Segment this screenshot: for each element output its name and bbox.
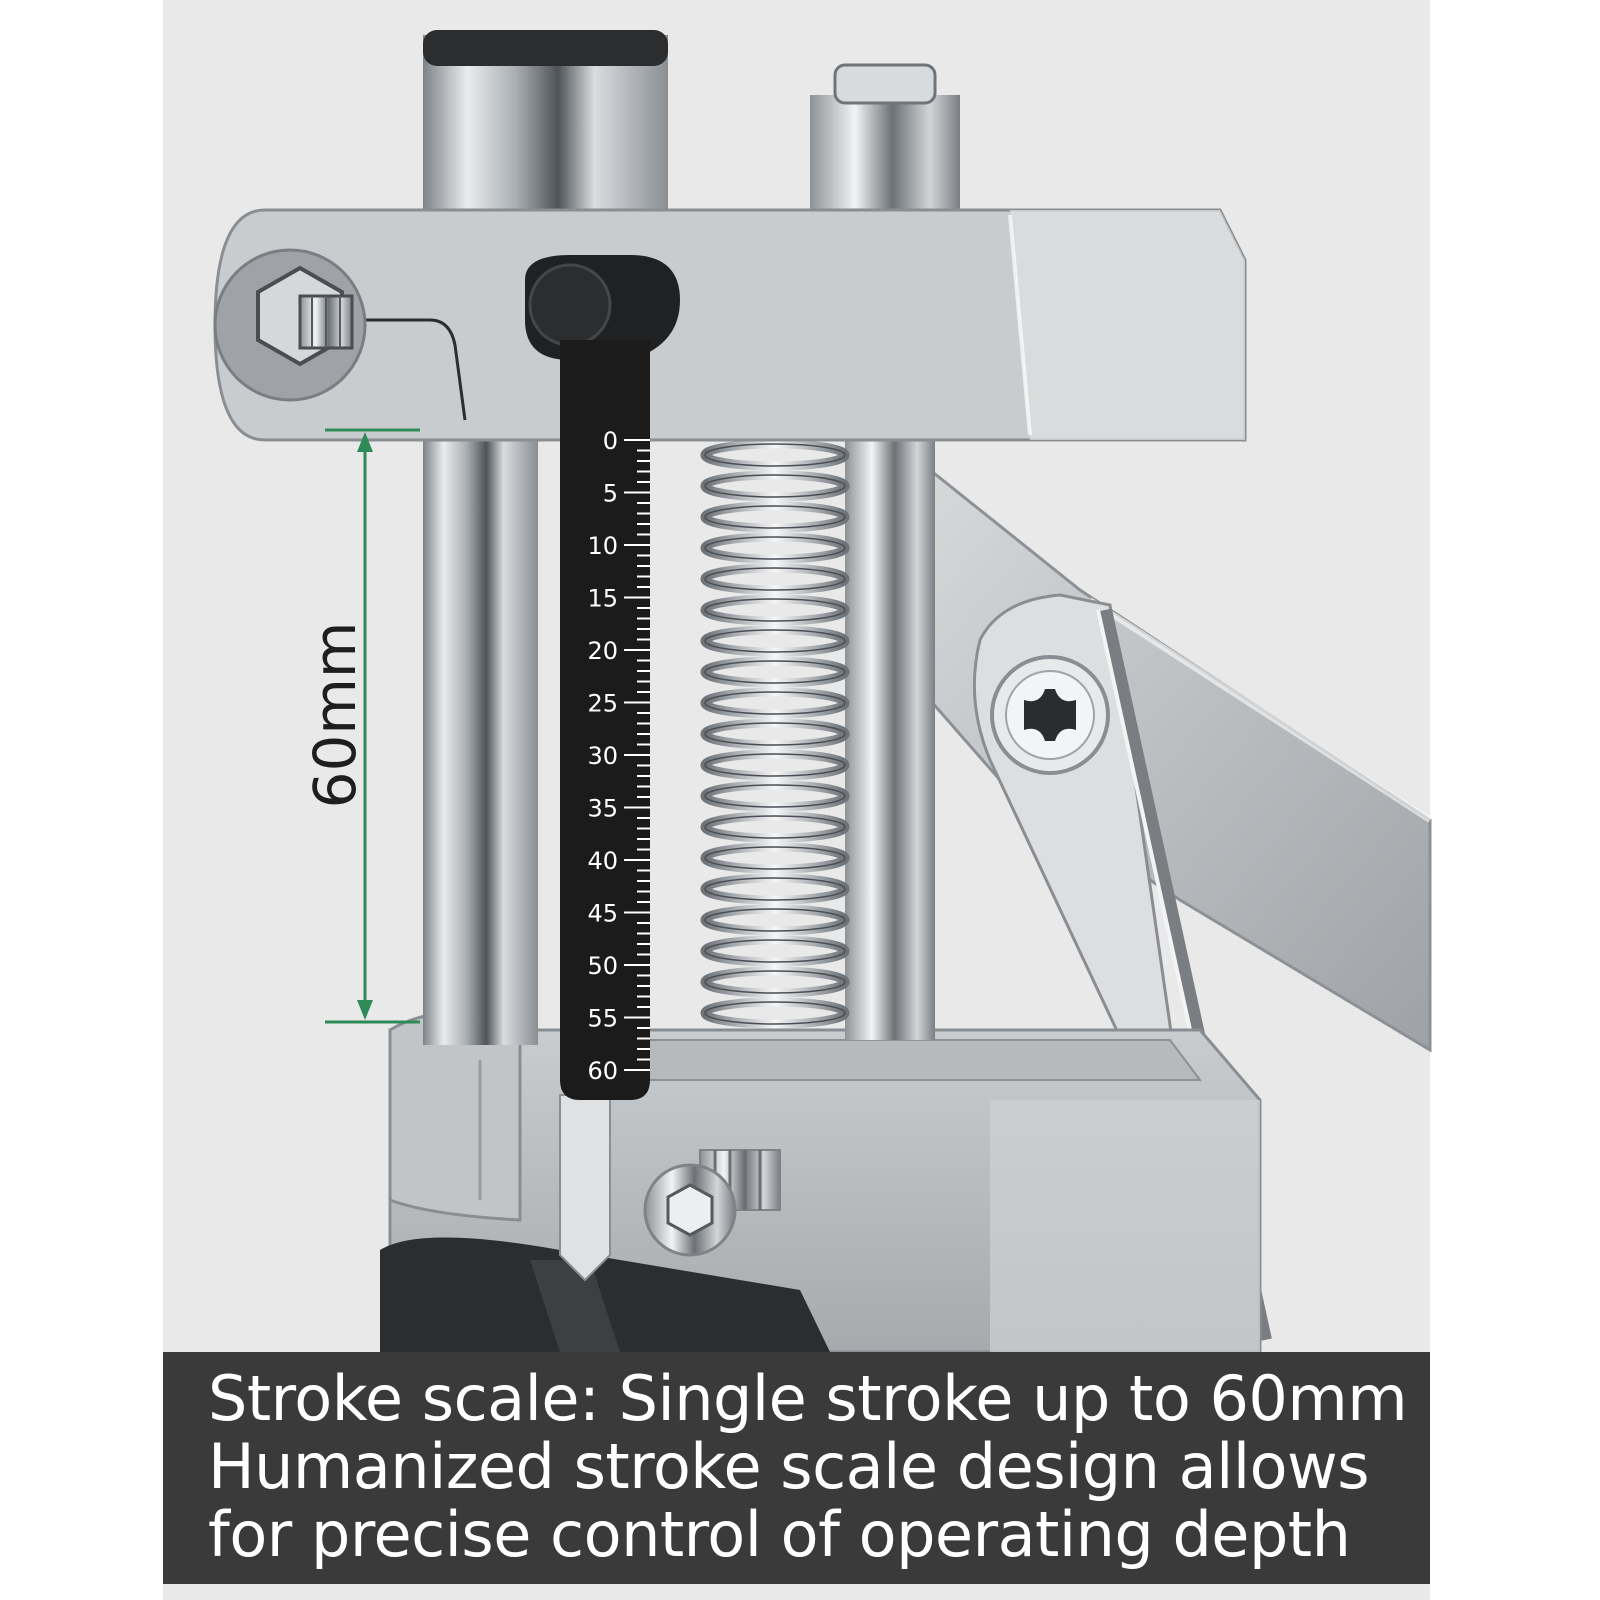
spring-coil-edge: [704, 443, 846, 467]
scale-pointer: [559, 1094, 611, 1282]
spring-coil-edge: [704, 722, 846, 746]
dimension-indicator: 60mm: [301, 428, 420, 1024]
dimension-label: 60mm: [301, 622, 369, 809]
spring-coil-edge: [704, 753, 846, 777]
spring-coil-edge: [704, 474, 846, 498]
compression-spring: [700, 439, 850, 1029]
hex-nut-icon: [213, 248, 367, 402]
spring-coil-edge: [704, 970, 846, 994]
spring-coil-edge: [704, 598, 846, 622]
caption-line-3: for precise control of operating depth: [208, 1498, 1351, 1571]
scale-label: 25: [587, 690, 618, 718]
caption-line-2: Humanized stroke scale design allows: [208, 1430, 1370, 1503]
scale-label: 5: [603, 480, 618, 508]
hex-socket-bolt-icon: [643, 1149, 781, 1257]
scale-ticks: [624, 439, 650, 1071]
caption-line-1: Stroke scale: Single stroke up to 60mm: [208, 1362, 1408, 1435]
spring-coil-edge: [704, 815, 846, 839]
guide-column-right: [810, 95, 960, 210]
spring-coil-edge: [704, 691, 846, 715]
crossbar: [213, 208, 1247, 442]
spring-coil-edge: [704, 784, 846, 808]
spring-coil-edge: [704, 877, 846, 901]
scale-knob: [525, 255, 680, 360]
spring-coil-edge: [704, 629, 846, 653]
spring-coil-edge: [704, 660, 846, 684]
scale-label: 60: [587, 1057, 618, 1085]
scale-label: 20: [587, 637, 618, 665]
scale-label: 35: [587, 795, 618, 823]
scale-label: 55: [587, 1005, 618, 1033]
stroke-scale-bar: [560, 340, 650, 1100]
spring-coil-edge: [704, 846, 846, 870]
scale-label: 40: [587, 847, 618, 875]
scale-label: 0: [603, 427, 618, 455]
scale-label: 45: [587, 900, 618, 928]
spring-coil-edge: [704, 908, 846, 932]
scale-label: 30: [587, 742, 618, 770]
spring-coil-edge: [704, 567, 846, 591]
spring-coil-edge: [704, 505, 846, 529]
scale-label: 50: [587, 952, 618, 980]
spring-coil-edge: [704, 1001, 846, 1025]
scale-label: 15: [587, 585, 618, 613]
spring-coil-edge: [704, 939, 846, 963]
caption-banner: Stroke scale: Single stroke up to 60mm H…: [163, 1352, 1430, 1584]
scale-label: 10: [587, 532, 618, 560]
spring-coil-edge: [704, 536, 846, 560]
phillips-screw-icon: [990, 655, 1110, 775]
dark-housing: [380, 1237, 830, 1352]
scale-labels: 0 5 10 15 20 25 30 35 40 45 50 55 60: [587, 427, 618, 1085]
